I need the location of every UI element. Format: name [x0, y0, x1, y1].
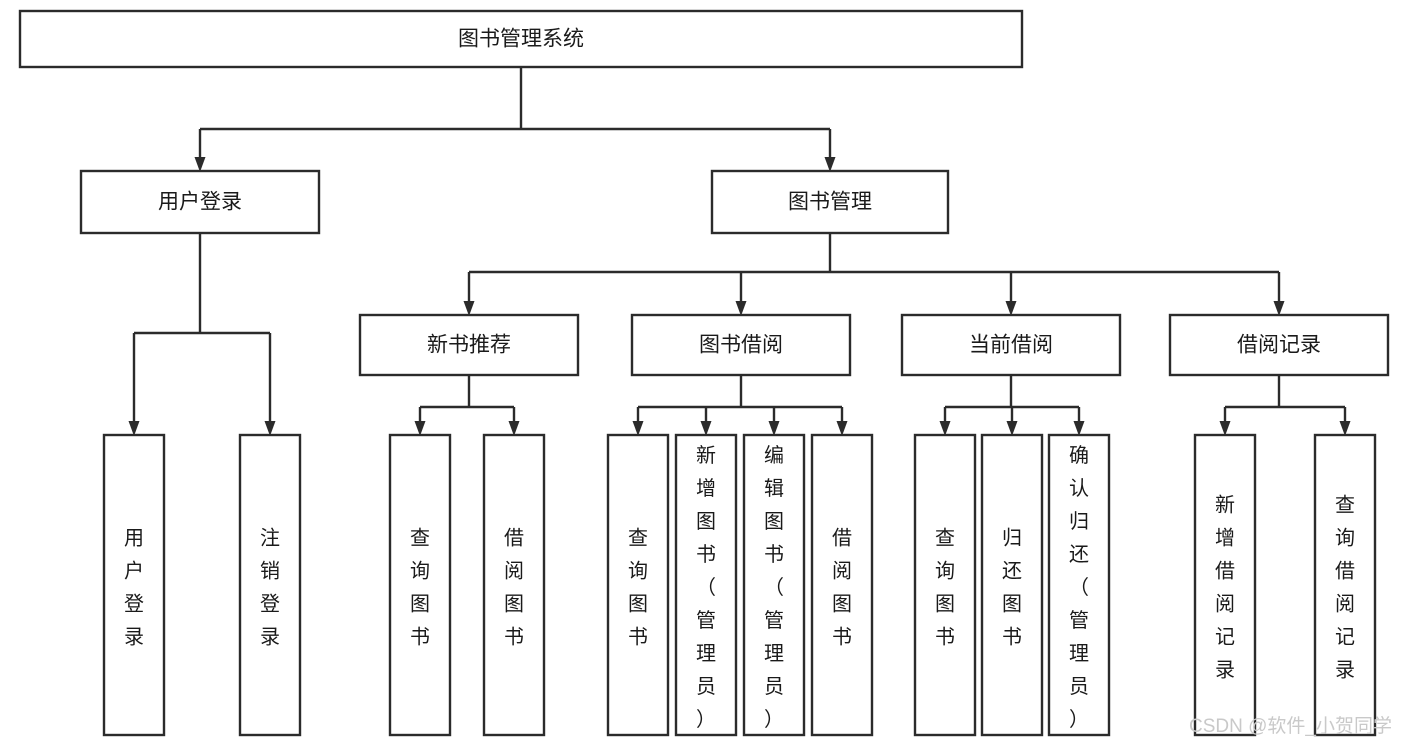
csdn-watermark: CSDN @软件_小贺同学: [1189, 715, 1392, 737]
node-box[interactable]: [810, 433, 874, 737]
node-box[interactable]: [630, 313, 852, 377]
flow-node[interactable]: 图书管理: [710, 169, 950, 235]
flow-node[interactable]: 新增图书（管理员）: [674, 433, 738, 737]
flow-node[interactable]: 用户登录: [79, 169, 321, 235]
arrow-head-icon: [414, 421, 426, 436]
node-box[interactable]: [358, 313, 580, 377]
edge-group-借阅记录: [1219, 375, 1351, 436]
node-box[interactable]: [1047, 433, 1111, 737]
node-label: 用户登录: [158, 191, 242, 214]
node-box[interactable]: [710, 169, 950, 235]
node-label: 借阅图书: [832, 527, 852, 649]
node-layer: 图书管理系统用户登录图书管理新书推荐图书借阅当前借阅借阅记录用户登录注销登录查询…: [18, 9, 1390, 737]
arrow-head-icon: [632, 421, 644, 436]
flow-node[interactable]: 借阅图书: [482, 433, 546, 737]
node-label: 图书管理: [788, 191, 872, 214]
arrow-head-icon: [508, 421, 520, 436]
flow-node[interactable]: 当前借阅: [900, 313, 1122, 377]
flow-node[interactable]: 注销登录: [238, 433, 302, 737]
node-label: 编辑图书（管理员）: [764, 444, 784, 731]
node-label: 借阅记录: [1237, 334, 1321, 357]
arrow-head-icon: [1219, 421, 1231, 436]
node-label: 新增借阅记录: [1215, 494, 1235, 682]
arrow-head-icon: [264, 421, 276, 436]
arrow-head-icon: [768, 421, 780, 436]
node-box[interactable]: [1168, 313, 1390, 377]
flow-node[interactable]: 编辑图书（管理员）: [742, 433, 806, 737]
edge-group-图书管理系统: [194, 67, 836, 172]
node-label: 注销登录: [260, 527, 280, 649]
node-box[interactable]: [1193, 433, 1257, 737]
arrow-head-icon: [463, 301, 475, 316]
node-box[interactable]: [102, 433, 166, 737]
node-box[interactable]: [606, 433, 670, 737]
flow-node[interactable]: 图书管理系统: [18, 9, 1024, 69]
connector-layer: [128, 67, 1351, 436]
flow-node[interactable]: 借阅图书: [810, 433, 874, 737]
flow-node[interactable]: 查询图书: [606, 433, 670, 737]
arrow-head-icon: [939, 421, 951, 436]
node-label: 图书管理系统: [458, 28, 584, 51]
node-label: 查询图书: [935, 527, 955, 649]
node-label: 借阅图书: [504, 527, 524, 649]
arrow-head-icon: [1006, 421, 1018, 436]
node-box[interactable]: [238, 433, 302, 737]
edge-group-图书借阅: [632, 375, 848, 436]
flow-node[interactable]: 新增借阅记录: [1193, 433, 1257, 737]
node-label: 用户登录: [124, 528, 144, 649]
edge-group-新书推荐: [414, 375, 520, 436]
arrow-head-icon: [1073, 421, 1085, 436]
node-label: 确认归还（管理员）: [1069, 444, 1089, 731]
node-box[interactable]: [18, 9, 1024, 69]
arrow-head-icon: [194, 157, 206, 172]
node-label: 查询图书: [410, 527, 430, 649]
node-label: 归还图书: [1002, 527, 1022, 649]
arrow-head-icon: [1339, 421, 1351, 436]
flow-node[interactable]: 用户登录: [102, 433, 166, 737]
node-label: 新书推荐: [427, 334, 511, 357]
arrow-head-icon: [700, 421, 712, 436]
node-box[interactable]: [913, 433, 977, 737]
flow-node[interactable]: 归还图书: [980, 433, 1044, 737]
edge-group-当前借阅: [939, 375, 1085, 436]
flow-node[interactable]: 借阅记录: [1168, 313, 1390, 377]
node-label: 查询借阅记录: [1335, 494, 1355, 682]
flow-node[interactable]: 新书推荐: [358, 313, 580, 377]
node-box[interactable]: [900, 313, 1122, 377]
flow-node[interactable]: 图书借阅: [630, 313, 852, 377]
node-box[interactable]: [482, 433, 546, 737]
node-label: 当前借阅: [969, 334, 1053, 357]
edge-group-用户登录: [128, 233, 276, 436]
node-label: 查询图书: [628, 527, 648, 649]
arrow-head-icon: [824, 157, 836, 172]
flow-node[interactable]: 查询借阅记录: [1313, 433, 1377, 737]
node-label: 图书借阅: [699, 334, 783, 357]
node-box[interactable]: [79, 169, 321, 235]
node-box[interactable]: [742, 433, 806, 737]
arrow-head-icon: [1005, 301, 1017, 316]
node-box[interactable]: [1313, 433, 1377, 737]
flow-node[interactable]: 查询图书: [913, 433, 977, 737]
flow-node[interactable]: 确认归还（管理员）: [1047, 433, 1111, 737]
node-box[interactable]: [388, 433, 452, 737]
node-box[interactable]: [980, 433, 1044, 737]
node-label: 新增图书（管理员）: [696, 444, 716, 731]
arrow-head-icon: [128, 421, 140, 436]
flow-node[interactable]: 查询图书: [388, 433, 452, 737]
arrow-head-icon: [735, 301, 747, 316]
edge-group-图书管理: [463, 233, 1285, 316]
arrow-head-icon: [836, 421, 848, 436]
arrow-head-icon: [1273, 301, 1285, 316]
node-box[interactable]: [674, 433, 738, 737]
